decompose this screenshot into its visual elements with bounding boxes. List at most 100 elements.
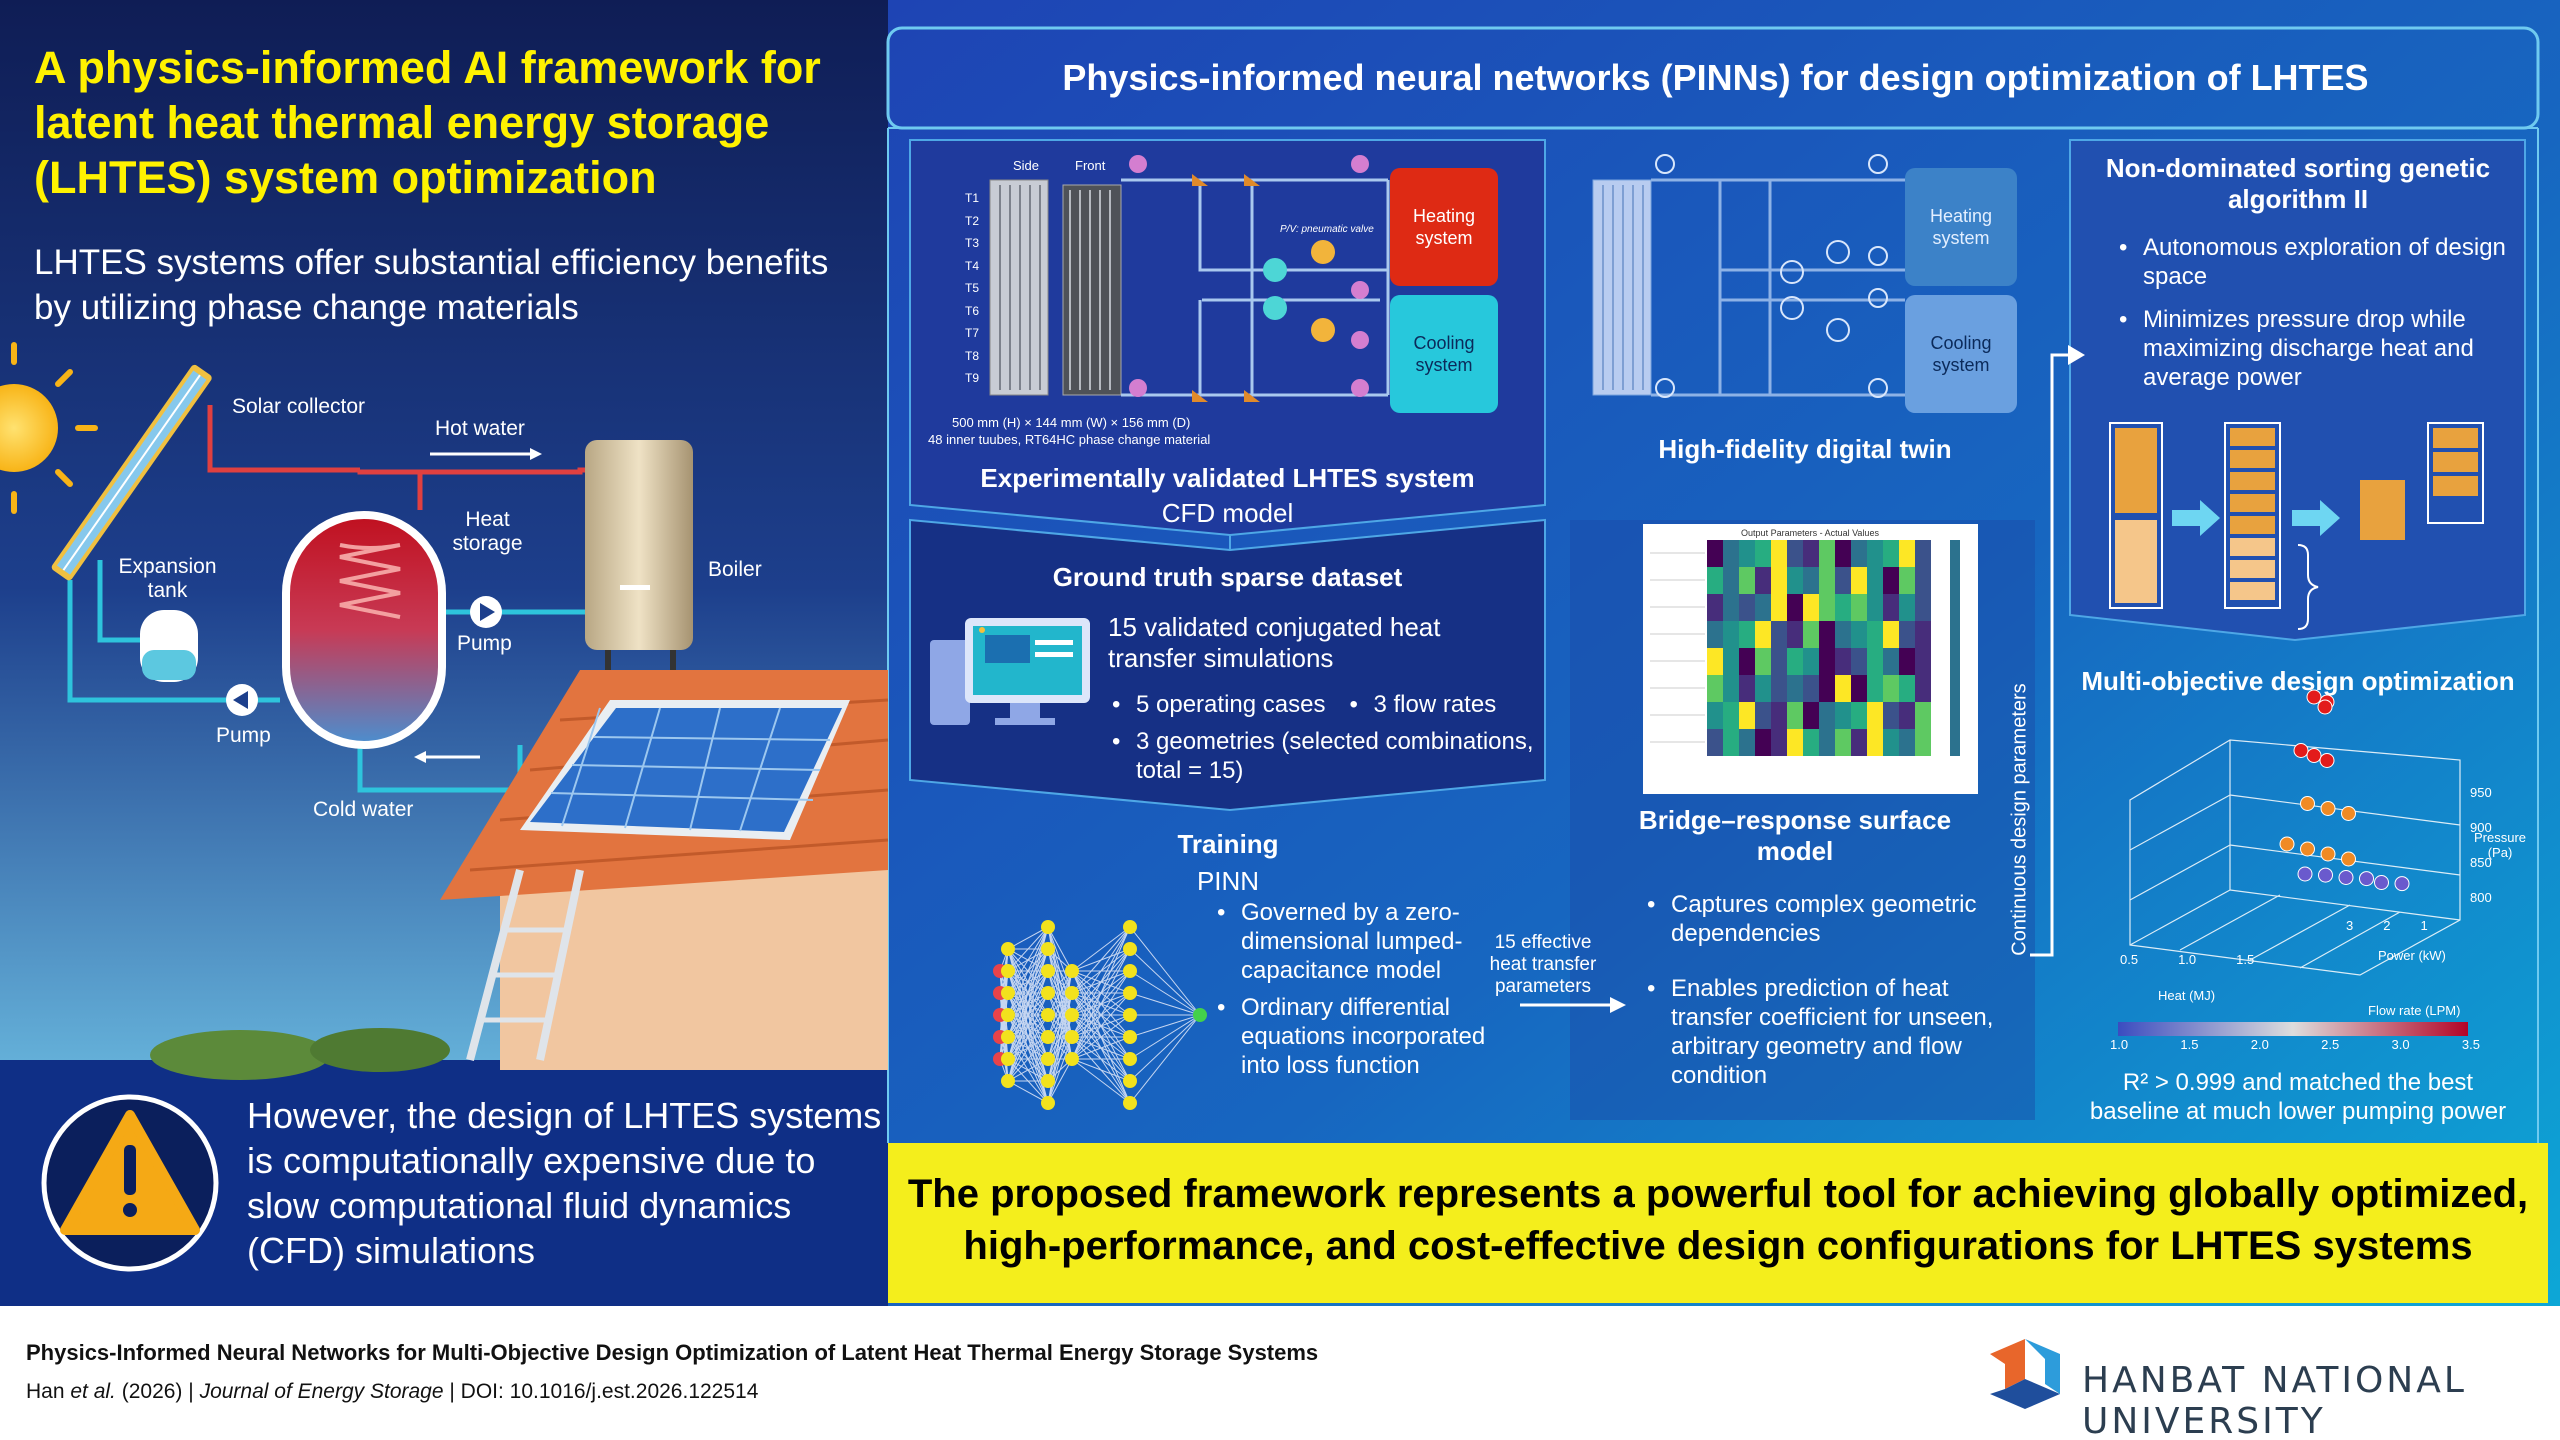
heat-tick: 0.5 (2120, 952, 2139, 967)
nn-node (1001, 964, 1015, 978)
neural-network-nodes (993, 920, 1207, 1110)
scatter-points (2279, 689, 2410, 892)
heatmap-cell (1707, 594, 1723, 621)
heatmap-cell (1883, 594, 1899, 621)
heatmap-cell (1787, 702, 1803, 729)
heatmap-cell (1819, 621, 1835, 648)
heatmap-cell (1787, 675, 1803, 702)
heatmap-cell (1803, 567, 1819, 594)
scatter-point (2319, 753, 2335, 768)
heatmap-cell (1739, 540, 1755, 567)
heatmap-cell (1707, 621, 1723, 648)
heatmap-cell (1867, 540, 1883, 567)
dataset-b3: 3 geometries (selected combinations, tot… (1136, 728, 1534, 784)
label-expansion-tank: Expansion tank (118, 555, 217, 602)
nn-node (1193, 1008, 1207, 1022)
heatmap-cell (1755, 594, 1771, 621)
training-b2: Ordinary differential equations incorpor… (1241, 994, 1486, 1079)
heatmap-cell (1819, 567, 1835, 594)
heat-ticks: 0.5 1.0 1.5 (2120, 952, 2294, 967)
heatmap-cell (1739, 729, 1755, 756)
nn-node (1041, 1074, 1055, 1088)
heatmap-cell (1739, 567, 1755, 594)
nn-node (1001, 1008, 1015, 1022)
nn-node (1041, 1052, 1055, 1066)
heatmap-cell (1707, 567, 1723, 594)
heat-tick: 1.0 (2178, 952, 2197, 967)
heatmap-cell (1867, 729, 1883, 756)
heatmap-cell (1915, 540, 1931, 567)
nsga-b1: Autonomous exploration of design space (2143, 234, 2506, 290)
pressure-tick: 900 (2470, 820, 2492, 835)
scatter-point (2300, 841, 2315, 857)
heatmap-cell (1755, 702, 1771, 729)
label-cold-water: Cold water (313, 798, 414, 821)
nn-node (1065, 1008, 1079, 1022)
moo-title: Multi-objective design optimization (2081, 666, 2515, 696)
heatmap-cell (1787, 621, 1803, 648)
nsga-diagram (2109, 422, 2484, 630)
nn-node (1041, 1030, 1055, 1044)
twin-title: High-fidelity digital twin (1658, 434, 1952, 464)
scatter-point (2320, 846, 2336, 862)
heatmap-cell (1803, 675, 1819, 702)
heatmap-cell (1723, 702, 1739, 729)
citation-etal: et al. (70, 1380, 116, 1403)
sun-icon (0, 384, 58, 472)
scatter-point (2297, 866, 2313, 882)
heatmap-cell (1723, 594, 1739, 621)
paper-title: Physics-Informed Neural Networks for Mul… (26, 1340, 1319, 1365)
scatter-point (2317, 699, 2333, 715)
heatmap-cell (1915, 567, 1931, 594)
dataset-b1: 5 operating cases (1136, 691, 1326, 718)
heatmap-cell (1739, 702, 1755, 729)
heatmap-cell (1883, 567, 1899, 594)
bridge-b2: Enables prediction of heat transfer coef… (1671, 975, 1994, 1089)
pressure-tick: 800 (2470, 890, 2492, 905)
heatmap-cell (1883, 648, 1899, 675)
training-bullets: Governed by a zero-dimensional lumped-ca… (1213, 898, 1503, 1088)
heatmap-cell (1771, 567, 1787, 594)
heatmap-cell (1899, 594, 1915, 621)
t-label: T9 (965, 371, 980, 385)
t-label: T8 (965, 348, 980, 363)
heatmap-cell (1739, 648, 1755, 675)
label-heat-storage: Heat storage (452, 508, 523, 555)
heatmap-cell (1867, 621, 1883, 648)
heatmap-cell (1755, 540, 1771, 567)
label-side: Side (1013, 158, 1040, 173)
heatmap-cell (1883, 621, 1899, 648)
footer: Physics-Informed Neural Networks for Mul… (0, 1306, 2560, 1440)
heat-tick: 1.5 (2236, 952, 2255, 967)
heatmap-cell (1723, 567, 1739, 594)
heatmap-cell (1755, 567, 1771, 594)
heatmap-cell (1755, 648, 1771, 675)
heatmap-cell (1723, 648, 1739, 675)
scatter-point (2300, 796, 2315, 811)
power-label: Power (kW) (2378, 948, 2446, 963)
nn-node (1123, 1096, 1137, 1110)
colorbar-tick: 3.5 (2461, 1037, 2480, 1052)
heatmap-cell (1755, 675, 1771, 702)
heatmap-cell (1723, 729, 1739, 756)
heatmap-cell (1707, 648, 1723, 675)
heatmap-cell (1707, 729, 1723, 756)
nn-node (1041, 942, 1055, 956)
scatter-point (2359, 871, 2374, 887)
heatmap-cell (1707, 675, 1723, 702)
arrow-label: 15 effective heat transfer parameters (1489, 932, 1597, 997)
university-name: HANBAT NATIONAL UNIVERSITY (2082, 1360, 2467, 1440)
heatmap-cell (1771, 621, 1787, 648)
pressure-tick: 950 (2470, 785, 2492, 800)
heatmap-cell (1771, 729, 1787, 756)
t-label: T7 (965, 326, 980, 340)
scatter-point (2320, 801, 2336, 816)
heat-storage-tank-icon (282, 511, 446, 749)
nn-node (1001, 986, 1015, 1000)
scatter-point (2394, 876, 2410, 892)
heatmap-cell (1787, 540, 1803, 567)
heatmap-cell (1771, 594, 1787, 621)
heatmap-cell (1787, 648, 1803, 675)
heatmap (1650, 540, 1960, 756)
